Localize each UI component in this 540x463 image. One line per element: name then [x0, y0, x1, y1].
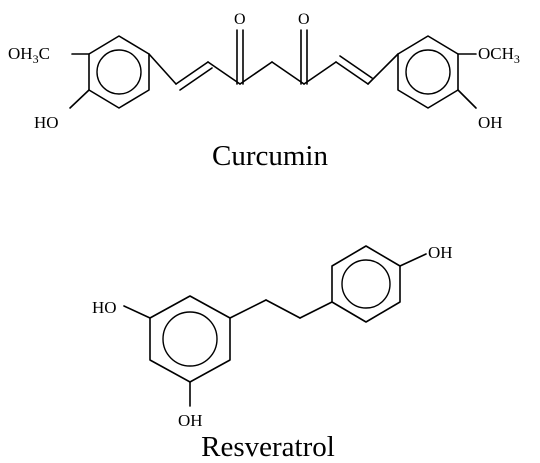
curcumin-chain-bond-3 — [239, 61, 273, 85]
curcumin-right-ring-circle — [405, 49, 451, 95]
curcumin-right-hydroxyl-bond — [457, 89, 477, 109]
curcumin-chain-bond-2 — [207, 61, 241, 85]
resveratrol-top-hydroxyl-label: OH — [428, 243, 453, 262]
resveratrol-right-ring-circle — [341, 259, 391, 309]
resveratrol-linker-bond-2 — [265, 299, 301, 319]
curcumin-right-methoxy-label: OCH3 — [478, 44, 520, 66]
resveratrol-bottom-hydroxyl-label: OH — [178, 411, 203, 430]
curcumin-double-bond-left-second — [179, 67, 213, 91]
curcumin-ketone-1-label: O — [234, 11, 246, 28]
curcumin-chain-bond-4 — [271, 61, 305, 85]
resveratrol-left-hydroxyl-label: HO — [92, 298, 117, 317]
curcumin-left-hydroxyl-label: HO — [34, 113, 59, 132]
curcumin-double-bond-right-second — [339, 55, 373, 79]
curcumin-left-ring-circle — [96, 49, 142, 95]
curcumin-double-bond-right — [335, 61, 369, 85]
curcumin-right-ring — [397, 35, 459, 109]
resveratrol-left-ring-circle — [162, 311, 218, 367]
curcumin-chain-bond-6 — [367, 53, 399, 85]
curcumin-left-ring — [88, 35, 150, 109]
curcumin-double-bond-left — [175, 61, 209, 85]
resveratrol-left-hydroxyl-bond — [123, 305, 151, 319]
resveratrol-caption: Resveratrol — [201, 431, 335, 463]
resveratrol-top-hydroxyl-bond — [399, 253, 427, 267]
resveratrol-structure: OH HO OH Resveratrol — [92, 243, 453, 463]
curcumin-chain-bond-5 — [303, 61, 337, 85]
curcumin-right-hydroxyl-label: OH — [478, 113, 503, 132]
curcumin-caption: Curcumin — [212, 140, 328, 172]
curcumin-ketone-2-label: O — [298, 11, 310, 28]
resveratrol-left-ring — [149, 295, 231, 383]
resveratrol-linker-bond-3 — [229, 299, 267, 319]
curcumin-chain-bond-1 — [148, 53, 177, 85]
curcumin-left-methoxy-label: OH3C — [8, 44, 50, 66]
resveratrol-linker-bond-1 — [299, 301, 333, 319]
curcumin-structure: OH3C HO O O OCH3 OH Curcumin — [8, 11, 520, 172]
curcumin-left-hydroxyl-bond — [69, 89, 90, 109]
